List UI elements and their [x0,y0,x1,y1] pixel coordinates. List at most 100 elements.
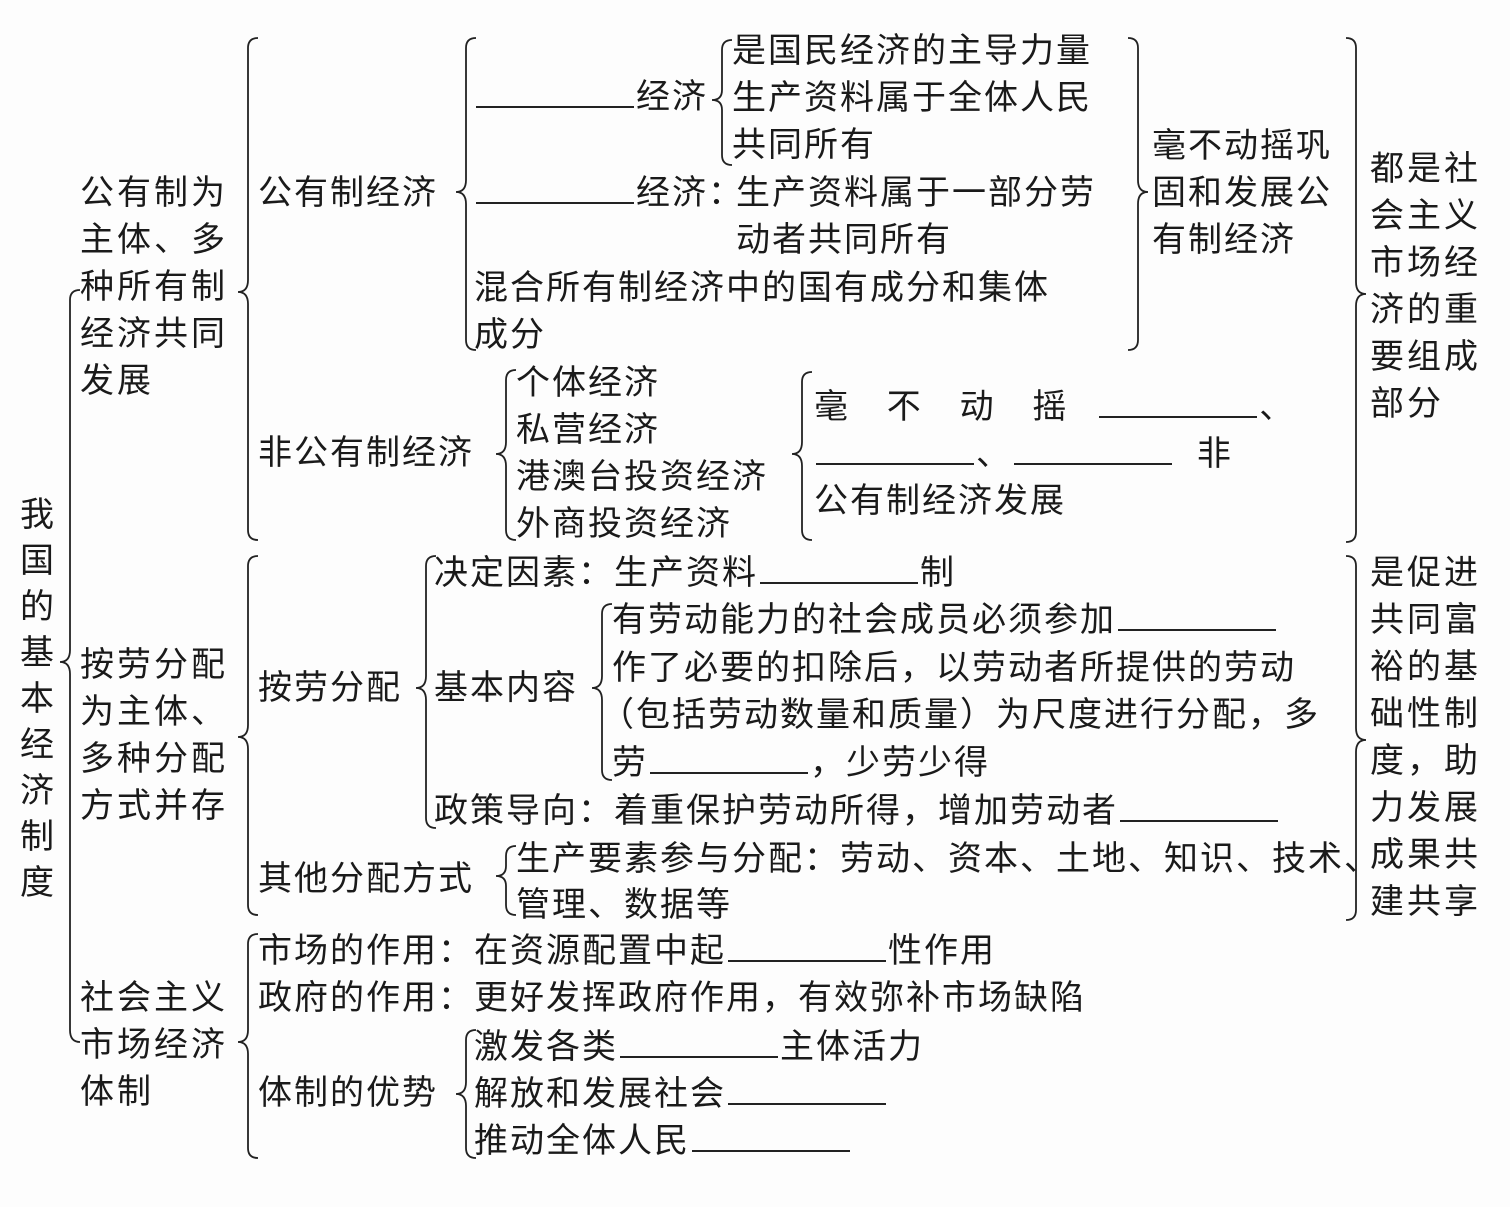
public-policy-bracket [1127,37,1149,351]
basic-line-1: 有劳动能力的社会成员必须参加 [612,597,1278,644]
distribution-summary: 是促进 共同富 裕的基 础性制 度，助 力发展 成果共 建共享 [1370,550,1500,926]
nonpublic-item-2: 私营经济 [516,410,660,450]
ownership-summary-bracket [1345,37,1367,543]
summary-line: 会主义 [1370,196,1481,236]
summary-line: 市场经 [1370,243,1481,283]
collective-economy-row: 经济： [474,170,744,217]
answer-blank[interactable] [760,552,918,584]
summary-line: 建共享 [1370,882,1481,922]
public-economy-label: 公有制经济 [258,173,438,213]
summary-line: 共同富 [1370,600,1481,640]
state-bracket [711,39,733,166]
nonpublic-policy-text: 毫 不 动 摇 [814,387,1081,427]
mixed-2: 成分 [474,315,546,355]
answer-blank[interactable] [1118,599,1276,631]
answer-blank[interactable] [1120,790,1278,822]
public-policy-2: 固和发展公 [1152,173,1332,213]
nonpublic-item-4: 外商投资经济 [516,504,732,544]
advantage-line-3: 推动全体人民 [474,1118,852,1165]
basic-text: 有劳动能力的社会成员必须参加 [612,600,1116,640]
root-bracket [59,289,81,1043]
summary-line: 裕的基 [1370,647,1481,687]
summary-line: 础性制 [1370,694,1481,734]
decisive-suffix: 制 [920,553,956,593]
advantage-text: 激发各类 [474,1027,618,1067]
state-item-3: 共同所有 [732,125,876,165]
summary-line: 部分 [1370,384,1444,424]
branch-distribution: 按劳分配为主体、多种分配方式并存 [80,645,228,826]
nonpublic-economy-label: 非公有制经济 [258,433,474,473]
answer-blank[interactable] [728,930,886,962]
state-economy-row: 经济 [474,74,708,121]
branch-ownership: 公有制为主体、多种所有制经济共同发展 [80,173,228,401]
decisive-row: 决定因素：生产资料 制 [434,550,956,597]
advantage-line-1: 激发各类 主体活力 [474,1024,924,1071]
public-policy-1: 毫不动摇巩 [1152,126,1332,166]
other-line-2: 管理、数据等 [516,885,732,925]
labor-bracket [415,555,437,829]
summary-line: 成果共 [1370,835,1481,875]
collective-desc-2: 动者共同所有 [736,220,952,260]
state-item-1: 是国民经济的主导力量 [732,31,1092,71]
market-bracket [237,933,259,1159]
summary-line: 都是社 [1370,149,1481,189]
other-bracket [495,845,517,916]
market-role-row: 市场的作用：在资源配置中起 性作用 [258,928,996,975]
basic-text: ，少劳少得 [810,743,990,783]
answer-blank[interactable] [692,1120,850,1152]
collective-suffix: 经济： [636,173,744,213]
separator: 、 [1259,387,1296,427]
distribution-bracket [237,555,259,916]
answer-blank[interactable] [1099,386,1258,418]
state-suffix: 经济 [636,77,708,117]
other-label: 其他分配方式 [258,859,474,899]
summary-line: 要组成 [1370,337,1481,377]
branch-market: 社会主义市场经济体制 [80,978,228,1112]
nonpublic-policy-line-3: 公有制经济发展 [814,481,1066,521]
advantage-bracket [455,1029,477,1159]
summary-line: 济的重 [1370,290,1481,330]
basic-line-3: （包括劳动数量和质量）为尺度进行分配，多 [600,695,1320,735]
gov-role-row: 政府的作用：更好发挥政府作用，有效弥补市场缺陷 [258,978,1086,1018]
market-role-suffix: 性作用 [888,931,996,971]
mixed-1: 混合所有制经济中的国有成分和集体 [474,268,1050,308]
summary-line: 是促进 [1370,553,1481,593]
ownership-bracket [237,37,259,541]
advantage-line-2: 解放和发展社会 [474,1071,888,1118]
root-title: 我国的基本经济制度 [20,495,54,903]
public-bracket [455,37,477,351]
ownership-summary: 都是社 会主义 市场经 济的重 要组成 部分 [1370,146,1500,428]
advantage-text: 主体活力 [780,1027,924,1067]
basic-line-4: 劳 ，少劳少得 [612,740,990,787]
basic-label: 基本内容 [434,668,578,708]
answer-blank[interactable] [1014,433,1172,465]
labor-label: 按劳分配 [258,668,402,708]
state-item-2: 生产资料属于全体人民 [732,78,1092,118]
answer-blank[interactable] [476,76,634,108]
collective-desc-1: 生产资料属于一部分劳 [736,173,1096,213]
other-line-1: 生产要素参与分配：劳动、资本、土地、知识、技术、 [516,839,1380,879]
advantage-label: 体制的优势 [258,1073,438,1113]
advantage-text: 推动全体人民 [474,1121,690,1161]
answer-blank[interactable] [728,1073,886,1105]
summary-line: 力发展 [1370,788,1481,828]
answer-blank[interactable] [650,742,808,774]
nonpublic-bracket [495,369,517,541]
nonpublic-policy-bracket [791,371,813,541]
basic-line-2: 作了必要的扣除后，以劳动者所提供的劳动 [612,648,1296,688]
basic-text: 劳 [612,743,648,783]
summary-line: 度，助 [1370,741,1481,781]
answer-blank[interactable] [476,172,634,204]
answer-blank[interactable] [620,1026,778,1058]
nonpublic-item-1: 个体经济 [516,363,660,403]
nonpublic-policy-text: 非 [1196,434,1233,474]
answer-blank[interactable] [816,433,974,465]
separator: 、 [976,434,1012,474]
policy-row: 政策导向：着重保护劳动所得，增加劳动者 [434,788,1280,835]
nonpublic-policy-line-1: 毫 不 动 摇 、 [814,384,1295,431]
nonpublic-item-3: 港澳台投资经济 [516,457,768,497]
advantage-text: 解放和发展社会 [474,1074,726,1114]
market-role-text: 市场的作用：在资源配置中起 [258,931,726,971]
policy-text: 政策导向：着重保护劳动所得，增加劳动者 [434,791,1118,831]
decisive-text: 决定因素：生产资料 [434,553,758,593]
